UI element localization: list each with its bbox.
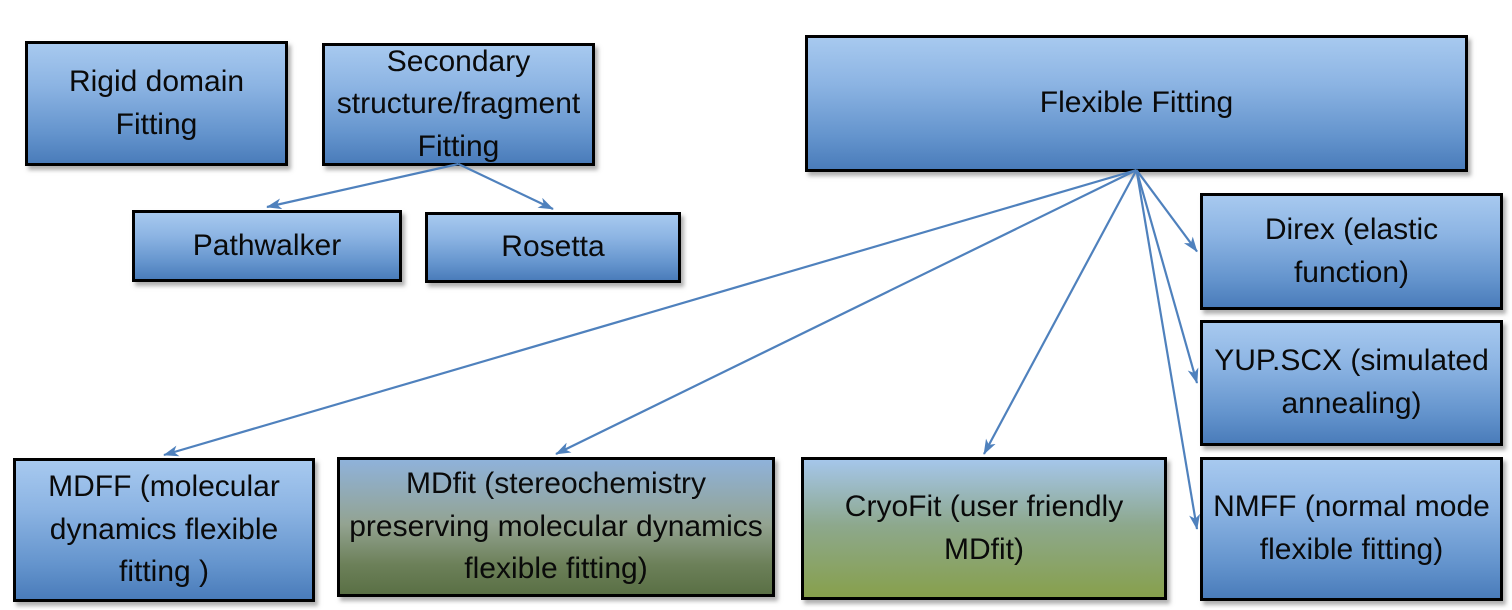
node-label: NMFF (normal mode flexible fitting) bbox=[1213, 490, 1490, 566]
node-label: MDfit (stereochemistry preserving molecu… bbox=[349, 467, 763, 586]
edge-secondary-to-pathwalker bbox=[266, 162, 459, 210]
node-cryofit: CryoFit (user friendly MDfit) bbox=[801, 457, 1167, 600]
node-label: Pathwalker bbox=[192, 228, 342, 262]
edge-flexible-to-direx bbox=[1135, 169, 1198, 253]
node-label: YUP.SCX (simulated annealing) bbox=[1214, 344, 1489, 420]
node-secondary-structure-fragment-fitting: Secondary structure/fragment Fitting bbox=[322, 43, 595, 166]
node-label: Rosetta bbox=[501, 230, 605, 264]
node-yup-scx: YUP.SCX (simulated annealing) bbox=[1200, 320, 1503, 446]
node-pathwalker: Pathwalker bbox=[132, 210, 402, 282]
node-rosetta: Rosetta bbox=[425, 212, 681, 283]
node-flexible-fitting: Flexible Fitting bbox=[805, 35, 1468, 172]
edge-flexible-to-cryofit bbox=[983, 169, 1138, 455]
node-label: Flexible Fitting bbox=[1039, 86, 1234, 120]
node-direx: Direx (elastic function) bbox=[1200, 193, 1503, 310]
node-mdfit: MDfit (stereochemistry preserving molecu… bbox=[337, 457, 775, 597]
node-label: MDFF (molecular dynamics flexible fittin… bbox=[48, 470, 280, 589]
edge-flexible-to-yupscx bbox=[1135, 169, 1199, 384]
node-rigid-domain-fitting: Rigid domain Fitting bbox=[25, 41, 288, 166]
edge-secondary-to-rosetta bbox=[458, 163, 554, 210]
node-nmff: NMFF (normal mode flexible fitting) bbox=[1200, 457, 1503, 601]
node-mdff: MDFF (molecular dynamics flexible fittin… bbox=[13, 458, 315, 602]
node-label: CryoFit (user friendly MDfit) bbox=[844, 489, 1124, 566]
node-label: Direx (elastic function) bbox=[1264, 212, 1439, 289]
node-label: Secondary structure/fragment Fitting bbox=[336, 44, 581, 163]
node-label: Rigid domain Fitting bbox=[68, 64, 245, 141]
